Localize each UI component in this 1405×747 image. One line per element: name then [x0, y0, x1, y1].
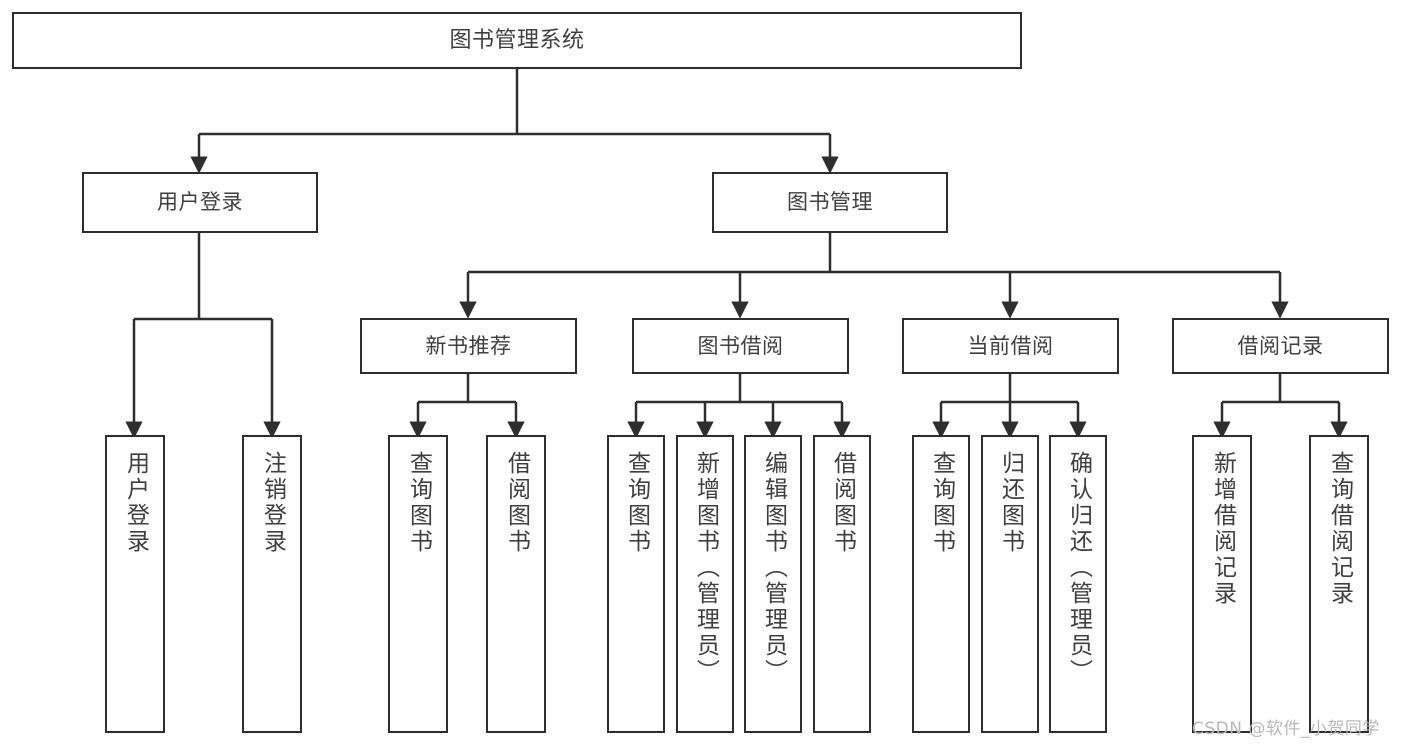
node-label: 当前借阅: [967, 333, 1054, 358]
node-book-management[interactable]: 图书管理: [712, 172, 948, 233]
node-label: 查询图书: [405, 451, 432, 555]
node-current-borrow[interactable]: 当前借阅: [902, 318, 1119, 374]
leaf-newbook-borrow-books[interactable]: 借阅图书: [486, 435, 546, 733]
node-label: 注销登录: [259, 451, 286, 555]
leaf-borrowrecord-add-record[interactable]: 新增借阅记录: [1192, 435, 1252, 733]
node-user-login[interactable]: 用户登录: [82, 172, 318, 233]
node-label: 新书推荐: [425, 333, 512, 358]
node-label: 图书管理系统: [449, 27, 585, 53]
node-root-book-management-system[interactable]: 图书管理系统: [12, 12, 1022, 69]
node-label: 确认归还（管理员）: [1065, 451, 1092, 685]
leaf-logout[interactable]: 注销登录: [242, 435, 302, 733]
node-new-book-recommend[interactable]: 新书推荐: [360, 318, 577, 374]
node-label: 新增图书（管理员）: [692, 451, 719, 685]
node-label: 用户登录: [122, 451, 149, 555]
csdn-watermark: CSDN @软件_小贺同学: [1192, 719, 1380, 739]
leaf-newbook-query-books[interactable]: 查询图书: [388, 435, 448, 733]
node-label: 归还图书: [997, 451, 1024, 555]
node-label: 查询借阅记录: [1326, 451, 1353, 607]
node-label: 查询图书: [928, 451, 955, 555]
node-label: 编辑图书（管理员）: [760, 451, 787, 685]
node-label: 查询图书: [623, 451, 650, 555]
leaf-borrowrecord-query-record[interactable]: 查询借阅记录: [1309, 435, 1369, 733]
node-label: 借阅图书: [829, 451, 856, 555]
leaf-bookborrow-edit-book-admin[interactable]: 编辑图书（管理员）: [744, 435, 802, 733]
leaf-bookborrow-query-books[interactable]: 查询图书: [607, 435, 665, 733]
leaf-bookborrow-add-book-admin[interactable]: 新增图书（管理员）: [676, 435, 734, 733]
node-book-borrow[interactable]: 图书借阅: [632, 318, 849, 374]
leaf-currentborrow-return-books[interactable]: 归还图书: [981, 435, 1039, 733]
leaf-currentborrow-confirm-return-admin[interactable]: 确认归还（管理员）: [1049, 435, 1107, 733]
node-label: 借阅记录: [1237, 333, 1324, 358]
node-borrow-record[interactable]: 借阅记录: [1172, 318, 1389, 374]
leaf-currentborrow-query-books[interactable]: 查询图书: [912, 435, 970, 733]
node-label: 新增借阅记录: [1209, 451, 1236, 607]
leaf-user-login[interactable]: 用户登录: [105, 435, 165, 733]
leaf-bookborrow-borrow-books[interactable]: 借阅图书: [813, 435, 871, 733]
node-label: 用户登录: [157, 190, 243, 215]
node-label: 图书管理: [787, 190, 873, 215]
node-label: 图书借阅: [697, 333, 784, 358]
node-label: 借阅图书: [503, 451, 530, 555]
